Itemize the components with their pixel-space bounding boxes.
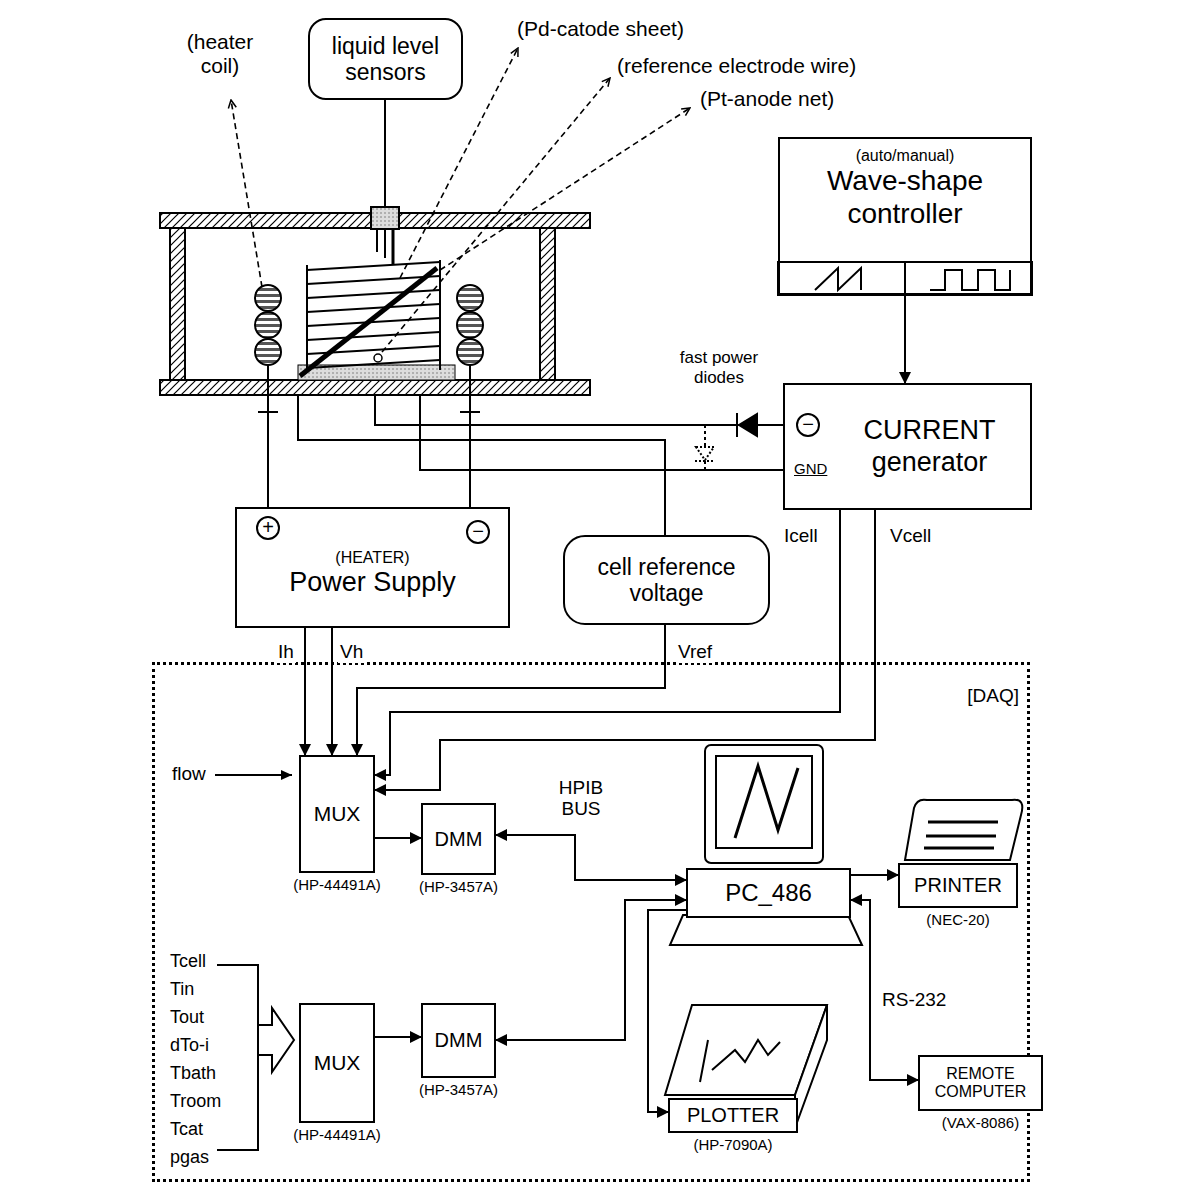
waveform-selector <box>778 262 1032 295</box>
pc-box: PC_486 <box>686 868 851 918</box>
pc-monitor <box>670 745 862 945</box>
plotter-body <box>665 1005 827 1128</box>
anode-net-wire <box>307 332 440 340</box>
connector <box>904 295 906 383</box>
model-label: (HP-3457A) <box>419 878 498 895</box>
node-heading: PRINTER <box>914 874 1002 897</box>
node-text: Power Supply <box>289 567 456 598</box>
node-text: CURRENT generator <box>837 415 1022 477</box>
sensor-box: liquid level sensors <box>308 18 463 100</box>
node-text: [DAQ] <box>967 685 1019 707</box>
model-label: (HP-3457A) <box>419 1081 498 1098</box>
signal-name: Tout <box>170 1007 204 1028</box>
part-label: (Pt-anode net) <box>700 87 834 111</box>
connector <box>851 874 898 876</box>
node-heading: MUX <box>314 802 361 826</box>
signal-name: Tbath <box>170 1063 216 1084</box>
node-heading: DMM <box>435 828 483 851</box>
terminal-sign: − <box>796 413 820 437</box>
terminal-sign: − <box>466 520 490 544</box>
connector <box>648 910 686 1112</box>
part-label: (heater coil) <box>165 30 275 78</box>
signal-name: Tcell <box>170 951 206 972</box>
printer-paper <box>905 800 1022 860</box>
node-text: cell reference voltage <box>571 554 762 607</box>
electrodes <box>298 260 455 380</box>
part-label: fast power diodes <box>660 348 778 387</box>
signal-name: Tcat <box>170 1119 203 1140</box>
signal-name: Icell <box>782 526 820 547</box>
signal-name: Vcell <box>888 526 933 547</box>
node-text: liquid level sensors <box>316 33 455 86</box>
signal-name: Tin <box>170 979 194 1000</box>
connector <box>496 835 686 880</box>
node-heading: (HEATER) <box>335 549 409 567</box>
remote-computer-box: REMOTE COMPUTER(VAX-8086) <box>918 1055 1043 1111</box>
connector <box>375 1036 421 1038</box>
signal-name: flow <box>172 763 206 785</box>
signal-name: HPIB BUS <box>548 778 614 820</box>
part-label: (Pd-catode sheet) <box>517 17 684 41</box>
model-label: (NEC-20) <box>926 911 989 928</box>
signal-name: Troom <box>170 1091 221 1112</box>
dmm-box: DMM(HP-3457A) <box>421 1003 496 1078</box>
model-label: (HP-44491A) <box>293 876 381 893</box>
cell-housing <box>160 213 590 395</box>
signal-arrows <box>215 775 294 1150</box>
controller-box: (auto/manual)Wave-shape controller <box>778 137 1032 295</box>
signal-name: pgas <box>170 1147 209 1168</box>
node-text: Wave-shape controller <box>790 165 1020 229</box>
connector <box>496 900 686 1040</box>
signal-name: dTo-i <box>170 1035 209 1056</box>
terminal-sign: + <box>256 516 280 540</box>
signal-name: Ih <box>276 642 296 663</box>
generator-box: CURRENT generator <box>783 383 1032 510</box>
node-heading: PLOTTER <box>687 1104 779 1127</box>
connector <box>304 628 306 755</box>
node-heading: (auto/manual) <box>856 147 955 165</box>
model-label: (VAX-8086) <box>942 1114 1019 1131</box>
signal-name: Vh <box>338 642 365 663</box>
diode-symbol <box>695 413 757 461</box>
model-label: (HP-44491A) <box>293 1126 381 1143</box>
connector <box>331 628 333 755</box>
anode-net-wire <box>307 262 440 270</box>
signal-name: RS-232 <box>880 990 948 1011</box>
daq-region: [DAQ]MUX(HP-44491A)DMM(HP-3457A)PC_486PR… <box>152 662 1030 1182</box>
model-label: (HP-7090A) <box>693 1136 772 1153</box>
signal-name: Vref <box>676 642 714 663</box>
liquid-level-sensor <box>371 100 399 264</box>
node-heading: REMOTE COMPUTER <box>926 1065 1035 1102</box>
node-heading: MUX <box>314 1051 361 1075</box>
mux-box: MUX(HP-44491A) <box>299 1003 375 1123</box>
node-text: PC_486 <box>725 879 812 907</box>
connector <box>375 837 421 839</box>
printer-box: PRINTER(NEC-20) <box>898 863 1018 908</box>
heater-coil <box>255 285 483 412</box>
anode-net-wire <box>307 290 440 298</box>
dmm-box: DMM(HP-3457A) <box>421 803 496 875</box>
reference-box: cell reference voltage <box>563 535 770 625</box>
mux-box: MUX(HP-44491A) <box>299 755 375 873</box>
leader-lines <box>231 48 690 352</box>
connector <box>357 625 665 755</box>
node-heading: DMM <box>435 1029 483 1052</box>
plotter-box: PLOTTER(HP-7090A) <box>668 1098 798 1133</box>
part-label: (reference electrode wire) <box>617 54 856 78</box>
pin-name: GND <box>794 460 827 477</box>
anode-net-wire <box>307 360 440 368</box>
